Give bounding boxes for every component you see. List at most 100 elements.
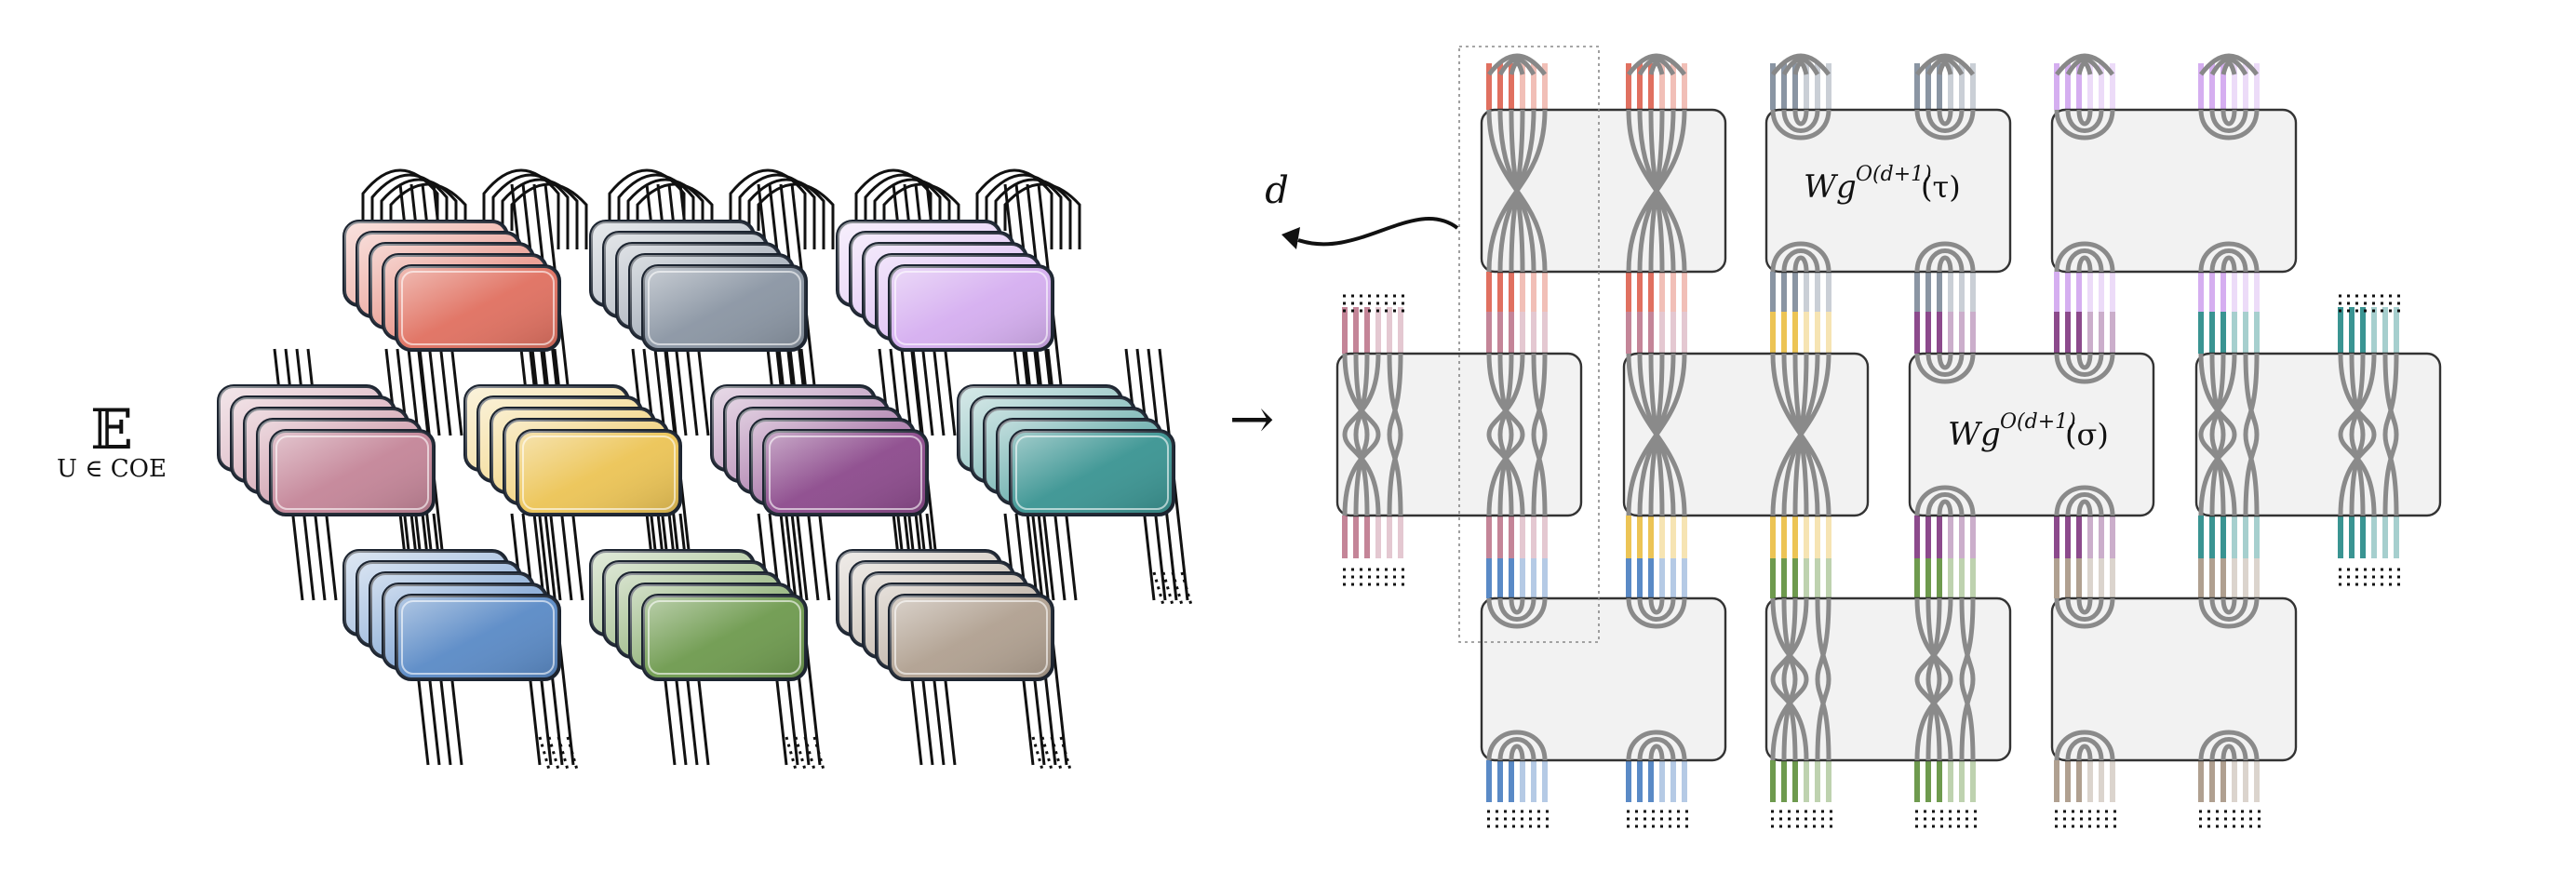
arch bbox=[985, 173, 1063, 249]
loop-arc bbox=[1781, 248, 1820, 273]
loop-arc bbox=[2198, 730, 2260, 761]
internal-wiring bbox=[1342, 109, 2399, 761]
leg-bundle-red bbox=[1626, 272, 1687, 312]
leg-bundle-plum bbox=[2054, 516, 2115, 558]
dotted-stub bbox=[794, 736, 807, 770]
slab-highlight bbox=[769, 436, 922, 510]
left-tensor-stack-blue bbox=[342, 549, 561, 681]
swap-strand bbox=[1531, 353, 1548, 516]
leg-bundle-red bbox=[1486, 272, 1548, 312]
swap-strand bbox=[2198, 353, 2237, 516]
loop-arc bbox=[2054, 109, 2115, 141]
weingarten-box bbox=[2050, 596, 2298, 762]
open-dotted-stub bbox=[1915, 810, 1977, 828]
loop-arc bbox=[1937, 353, 1953, 370]
cap-arc bbox=[2076, 60, 2093, 75]
arch bbox=[617, 173, 695, 249]
swap-strand bbox=[1497, 353, 1514, 516]
slab-gloss bbox=[517, 431, 680, 515]
arch bbox=[882, 182, 960, 249]
weingarten-label-tau: Wg O(d+1) (τ) bbox=[1804, 163, 1961, 206]
loop-arc bbox=[1937, 109, 1953, 127]
leg-bundle-taupe bbox=[2054, 558, 2115, 598]
loop-arc bbox=[1626, 597, 1687, 629]
left-dotted-stubs bbox=[1152, 571, 1193, 606]
loop-arc bbox=[1925, 109, 1965, 133]
leg-bundle-plum bbox=[1914, 516, 1976, 558]
cap-arc bbox=[2209, 57, 2248, 76]
slab-gloss bbox=[890, 266, 1053, 350]
weingarten-label-sigma: Wg O(d+1) (σ) bbox=[1948, 410, 2109, 453]
swap-strand bbox=[2382, 353, 2399, 516]
arch bbox=[370, 173, 449, 249]
top-cap bbox=[1627, 53, 1686, 76]
swap-strand bbox=[1914, 597, 1953, 761]
left-tensor-stack-violet bbox=[836, 220, 1054, 352]
crossing-strand bbox=[1626, 109, 1687, 273]
loop-arc bbox=[1648, 744, 1665, 761]
slab-highlight bbox=[275, 436, 429, 510]
swap-strand bbox=[1342, 353, 1381, 516]
left-block-arches bbox=[361, 168, 588, 249]
slab-highlight bbox=[1015, 436, 1169, 510]
swap-strand bbox=[1914, 597, 1953, 761]
loop-arc bbox=[1637, 737, 1676, 761]
leg-bundle-plum bbox=[2054, 312, 2115, 354]
cap-arc bbox=[1915, 53, 1975, 76]
swap-strand bbox=[2198, 353, 2237, 516]
cap-arc bbox=[1648, 60, 1665, 75]
loop-arc bbox=[1937, 499, 1953, 516]
leg-bundle-gold bbox=[1770, 516, 1831, 558]
loop-arc bbox=[1914, 353, 1976, 384]
leg-bundle-mauve bbox=[1486, 516, 1548, 558]
dotted-stub bbox=[803, 736, 816, 770]
leg-bundle-slate bbox=[1914, 63, 1976, 110]
leg-bundle-mauve bbox=[1342, 307, 1403, 354]
loop-arc bbox=[2065, 353, 2104, 377]
loop-arc bbox=[2220, 109, 2237, 127]
open-dotted-stub bbox=[2339, 294, 2400, 313]
arch bbox=[864, 173, 942, 249]
left-block-arches bbox=[608, 168, 835, 249]
dotted-stub bbox=[1059, 736, 1072, 770]
open-dotted-stub bbox=[1771, 810, 1832, 828]
swap-strand bbox=[1925, 597, 1942, 761]
dimension-selection-box bbox=[1458, 46, 1600, 643]
loop-arc bbox=[2220, 744, 2237, 761]
arch bbox=[757, 182, 835, 249]
arch bbox=[873, 178, 951, 249]
leg-bundle-violet bbox=[2054, 63, 2115, 110]
loop-arc bbox=[2198, 109, 2260, 141]
loop-arc bbox=[2054, 353, 2115, 384]
loop-arc bbox=[1770, 241, 1831, 273]
left-block-arches bbox=[854, 168, 1081, 249]
dotted-stub bbox=[1161, 571, 1174, 606]
left-dotted-stubs bbox=[538, 736, 579, 770]
loop-arc bbox=[1914, 485, 1976, 516]
loop-arc bbox=[2209, 597, 2248, 622]
slab-gloss bbox=[396, 266, 559, 350]
loop-arc bbox=[2065, 737, 2104, 761]
loop-arc bbox=[2076, 499, 2093, 516]
swap-strand bbox=[2338, 353, 2377, 516]
loop-arc bbox=[1509, 744, 1525, 761]
loop-arc bbox=[1626, 730, 1687, 761]
leg-bundle-blue bbox=[1486, 760, 1548, 802]
loop-arc bbox=[1925, 248, 1965, 273]
leg-bundle-blue bbox=[1626, 558, 1687, 598]
left-tensor-stack-mauve bbox=[217, 384, 436, 516]
loop-arc bbox=[2209, 248, 2248, 273]
crossing-strand bbox=[1626, 353, 1687, 516]
dotted-stub bbox=[538, 736, 551, 770]
loop-arc bbox=[1937, 255, 1953, 273]
wg-tau-base: Wg bbox=[1804, 168, 1857, 206]
expectation-label: 𝔼 U ∈ COE bbox=[57, 397, 167, 483]
open-dotted-stub bbox=[2055, 810, 2116, 828]
arch bbox=[747, 178, 825, 249]
slab-gloss bbox=[643, 266, 806, 350]
left-tensor-stack-teal bbox=[957, 384, 1175, 516]
loop-arc bbox=[1486, 730, 1548, 761]
loop-arc bbox=[2065, 248, 2104, 273]
swap-strand bbox=[1770, 597, 1809, 761]
leg-bundle-taupe bbox=[2198, 760, 2260, 802]
